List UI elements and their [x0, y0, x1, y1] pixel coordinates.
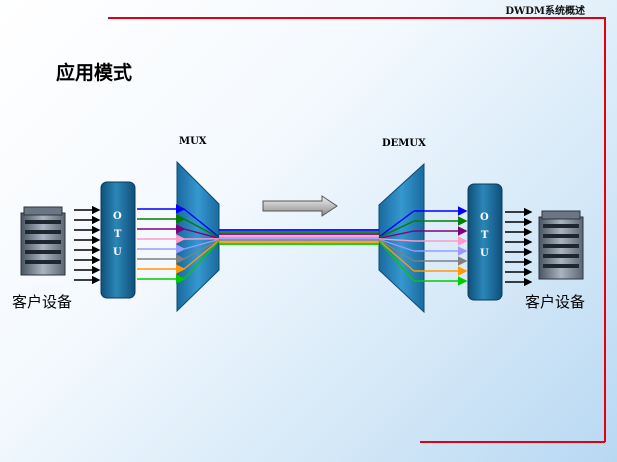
otu-to-client-arrows-right [505, 207, 533, 287]
client-equipment-left-label: 客户设备 [12, 293, 73, 311]
wavelength-diverge-line [378, 240, 415, 282]
wavelength-diverge-line [378, 210, 415, 238]
wavelength-converge-line [183, 240, 220, 270]
client-to-otu-arrows-left [74, 205, 101, 285]
mux-label: MUX [179, 136, 207, 147]
wavelength-converge-line [183, 218, 220, 239]
demux-trapezoid [378, 162, 425, 314]
demux-label: DEMUX [382, 138, 426, 149]
wavelength-converge-line [183, 228, 220, 239]
wavelength-diverge-line [378, 239, 415, 262]
client-equipment-left-icon [20, 206, 66, 276]
wavelength-converge-line [183, 240, 220, 280]
otu-left-letter-o: O [113, 211, 122, 222]
frame-line-top [108, 17, 606, 442]
wavelength-diverge-line [378, 238, 415, 252]
otu-left-letter-t: T [114, 229, 122, 240]
page-title: 应用模式 [56, 62, 133, 84]
wavelength-lines [137, 204, 468, 286]
wavelength-converge-line [183, 239, 220, 260]
otu-right-letter-u: U [480, 248, 489, 259]
transmission-direction-arrow [262, 195, 338, 217]
client-equipment-right-label: 客户设备 [525, 293, 586, 311]
wavelength-converge-line [183, 208, 220, 238]
wavelength-diverge-line [378, 240, 415, 272]
otu-right-box [467, 183, 503, 301]
otu-right-letter-o: O [480, 212, 489, 223]
wavelength-converge-line [183, 238, 220, 250]
header-text: DWDM系统概述 [505, 6, 585, 17]
otu-left-letter-u: U [113, 247, 122, 258]
wavelength-diverge-line [378, 238, 415, 242]
wavelength-diverge-line [378, 230, 415, 239]
wavelength-diverge-line [378, 220, 415, 239]
otu-left-box [100, 181, 136, 299]
otu-right-letter-t: T [481, 230, 489, 241]
client-equipment-right-icon [538, 210, 584, 280]
